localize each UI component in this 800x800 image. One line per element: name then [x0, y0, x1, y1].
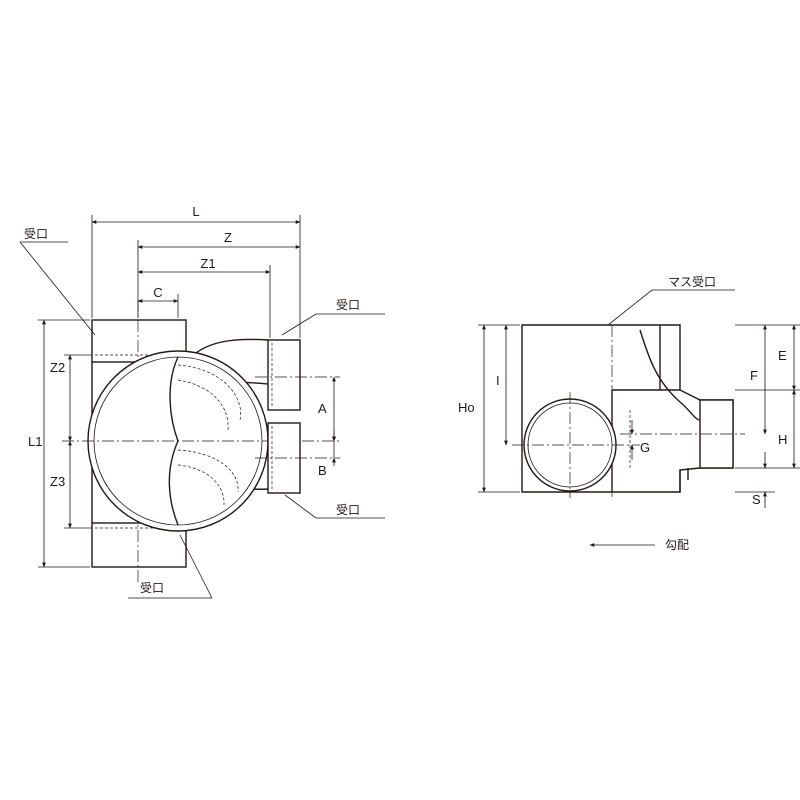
slope-indicator: 勾配	[589, 538, 689, 552]
callout-right-lower-label: 受口	[336, 503, 360, 517]
callout-right-lower: 受口	[284, 494, 385, 519]
dim-Z2-label: Z2	[50, 360, 65, 375]
dim-Z1-label: Z1	[200, 256, 215, 271]
basin-right-socket	[620, 399, 745, 470]
dim-Z3-label: Z3	[50, 474, 65, 489]
dim-B: B	[318, 430, 336, 478]
callout-right-upper: 受口	[281, 298, 385, 336]
callout-bottom-label: 受口	[140, 581, 164, 595]
dim-B-label: B	[318, 463, 327, 478]
dim-L1-label: L1	[28, 434, 42, 449]
dim-F: F	[750, 324, 767, 435]
dim-L: L	[91, 204, 301, 338]
dim-Z3: Z3	[50, 440, 92, 529]
callout-top-left: 受口	[19, 227, 96, 336]
dim-C-label: C	[153, 285, 162, 300]
dim-F-label: F	[750, 368, 758, 383]
basin-bottom-leg	[679, 468, 689, 492]
callout-basin-socket-label: マス受口	[668, 275, 716, 289]
dim-L-label: L	[192, 204, 199, 219]
dim-Z2: Z2	[50, 354, 92, 442]
dim-S: S	[735, 452, 775, 508]
right-lower-socket	[255, 422, 340, 494]
dim-I-label: I	[496, 373, 500, 388]
flow-curves	[168, 356, 241, 526]
dim-L1: L1	[28, 319, 90, 568]
dim-I: I	[496, 324, 508, 446]
dim-A-label: A	[318, 401, 327, 416]
dim-S-label: S	[752, 492, 761, 507]
callout-top-left-label: 受口	[24, 227, 48, 241]
dim-H-label: H	[778, 432, 787, 447]
dim-G-label: G	[640, 440, 650, 455]
dim-H: H	[735, 389, 800, 469]
dim-Z1: Z1	[137, 256, 271, 338]
dim-C: C	[137, 285, 179, 318]
right-upper-socket	[255, 339, 340, 411]
basin-left-circle	[512, 392, 640, 498]
slope-label: 勾配	[665, 538, 689, 552]
bottom-socket	[91, 470, 187, 582]
dim-Z: Z	[137, 230, 301, 318]
callout-bottom: 受口	[128, 534, 213, 599]
dim-E: E	[735, 324, 800, 391]
right-view: Ho I E F H S	[458, 275, 800, 552]
callout-right-upper-label: 受口	[336, 298, 360, 312]
left-view: L Z Z1 C L1 Z	[19, 204, 385, 599]
dim-E-label: E	[778, 348, 787, 363]
dim-A: A	[318, 376, 336, 442]
dim-Ho: Ho	[458, 324, 520, 493]
callout-basin-socket: マス受口	[607, 275, 735, 326]
dim-Ho-label: Ho	[458, 400, 475, 415]
dim-G: G	[630, 420, 650, 460]
dim-Z-label: Z	[224, 230, 232, 245]
